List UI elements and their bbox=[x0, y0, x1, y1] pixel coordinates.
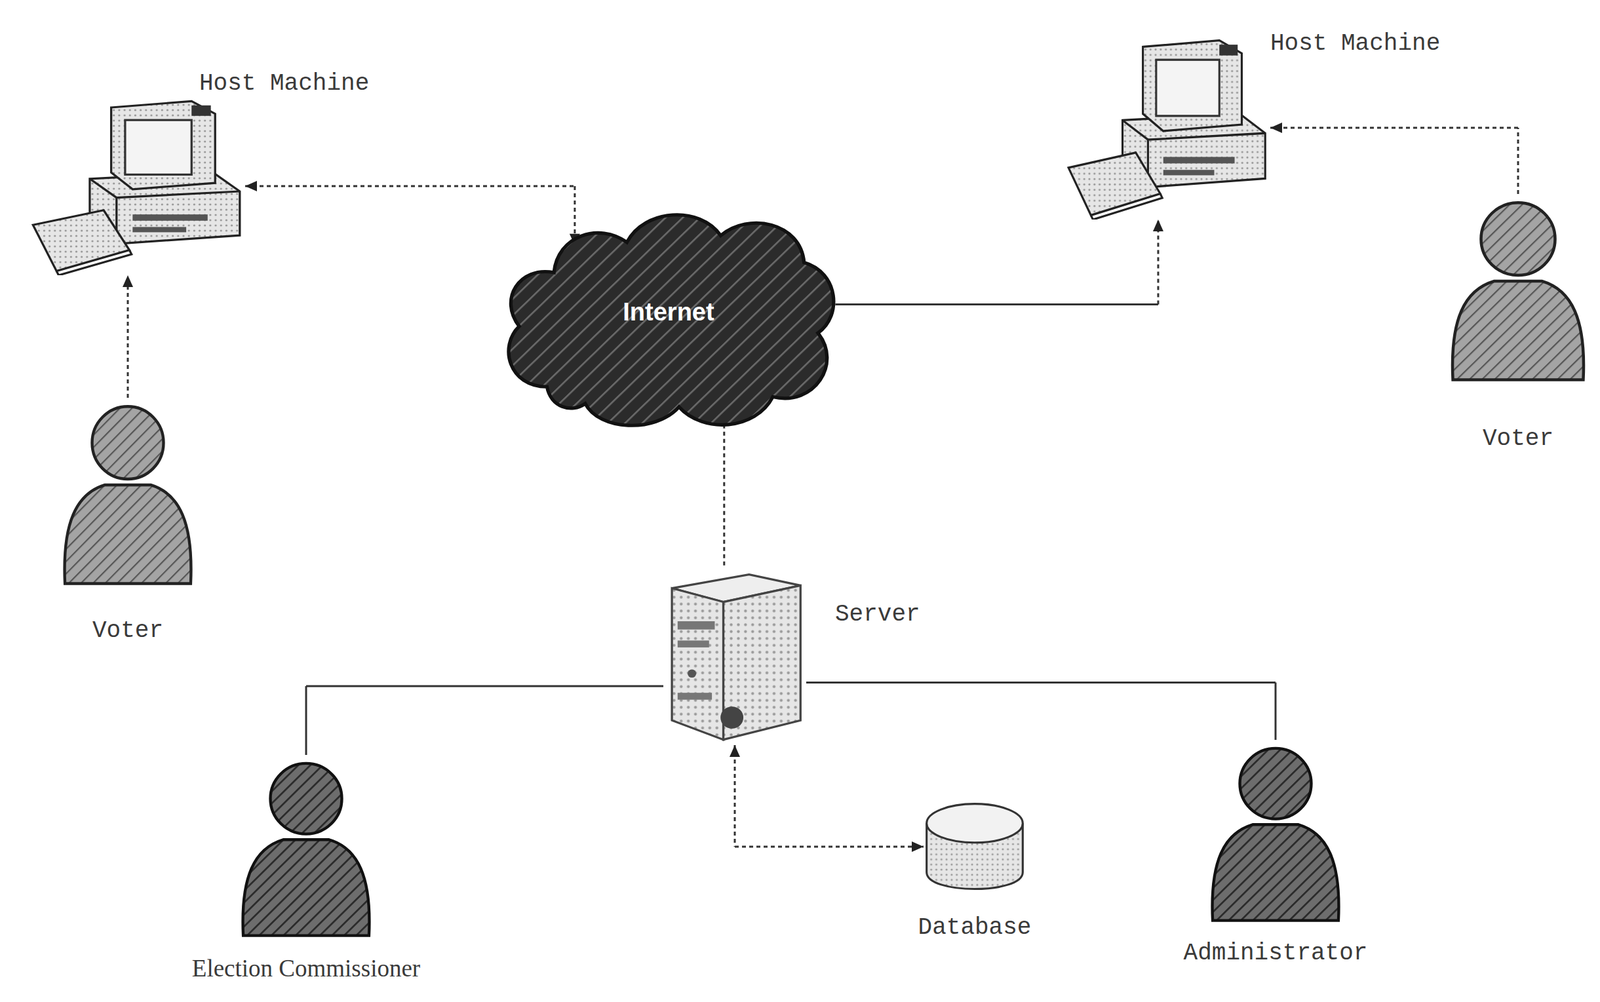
arrow-head bbox=[122, 275, 134, 288]
connector-segment bbox=[806, 681, 1276, 684]
connector-segment bbox=[1270, 127, 1519, 130]
node-label: Host Machine bbox=[199, 70, 370, 98]
node-label: Server bbox=[835, 601, 921, 628]
arrow-head bbox=[1152, 219, 1164, 232]
commissioner-actor: Election Commissioner bbox=[234, 755, 378, 939]
voter-actor: Voter bbox=[56, 397, 200, 587]
database-cylinder: Database bbox=[923, 800, 1026, 893]
voter-actor: Voter bbox=[1443, 194, 1593, 383]
connector-segment bbox=[127, 275, 130, 398]
connector-segment bbox=[734, 745, 737, 847]
computer-icon bbox=[1066, 36, 1271, 220]
connector-segment bbox=[734, 846, 924, 849]
arrow-head bbox=[245, 180, 257, 192]
connector bbox=[806, 682, 1276, 741]
server-icon bbox=[663, 566, 807, 746]
arrow-head bbox=[729, 745, 741, 758]
host-machine: Host Machine bbox=[1066, 36, 1271, 220]
node-label: Election Commissioner bbox=[192, 955, 421, 983]
connector-segment bbox=[722, 417, 725, 567]
person-icon bbox=[234, 755, 378, 939]
connector-segment bbox=[1156, 219, 1159, 305]
node-label: Database bbox=[918, 915, 1032, 942]
server-box: Server bbox=[663, 566, 807, 746]
connector bbox=[306, 686, 664, 756]
person-icon bbox=[56, 397, 200, 587]
connector-segment bbox=[1274, 682, 1277, 741]
node-label: Voter bbox=[92, 618, 164, 645]
arrow-head bbox=[911, 841, 924, 853]
internet-cloud: Internet bbox=[494, 198, 843, 434]
node-label: Voter bbox=[1482, 426, 1554, 453]
arrow-head bbox=[1270, 122, 1283, 134]
node-label: Host Machine bbox=[1270, 30, 1441, 58]
administrator-actor: Administrator bbox=[1204, 740, 1347, 924]
connector-segment bbox=[835, 303, 1159, 306]
connector-segment bbox=[1517, 127, 1520, 195]
connector bbox=[127, 275, 129, 398]
person-icon bbox=[1204, 740, 1347, 924]
node-label: Internet bbox=[622, 298, 714, 327]
connector-segment bbox=[245, 185, 575, 188]
connector bbox=[723, 417, 725, 567]
connector bbox=[245, 186, 575, 246]
database-cylinder bbox=[923, 800, 1026, 893]
connector-segment bbox=[305, 686, 308, 756]
connector bbox=[835, 219, 1159, 305]
node-label: Administrator bbox=[1183, 940, 1368, 967]
connector bbox=[1270, 127, 1519, 195]
connector-segment bbox=[306, 684, 664, 687]
host-machine: Host Machine bbox=[30, 97, 246, 276]
connector bbox=[734, 745, 924, 847]
person-icon bbox=[1443, 194, 1593, 383]
computer-icon bbox=[30, 97, 246, 276]
